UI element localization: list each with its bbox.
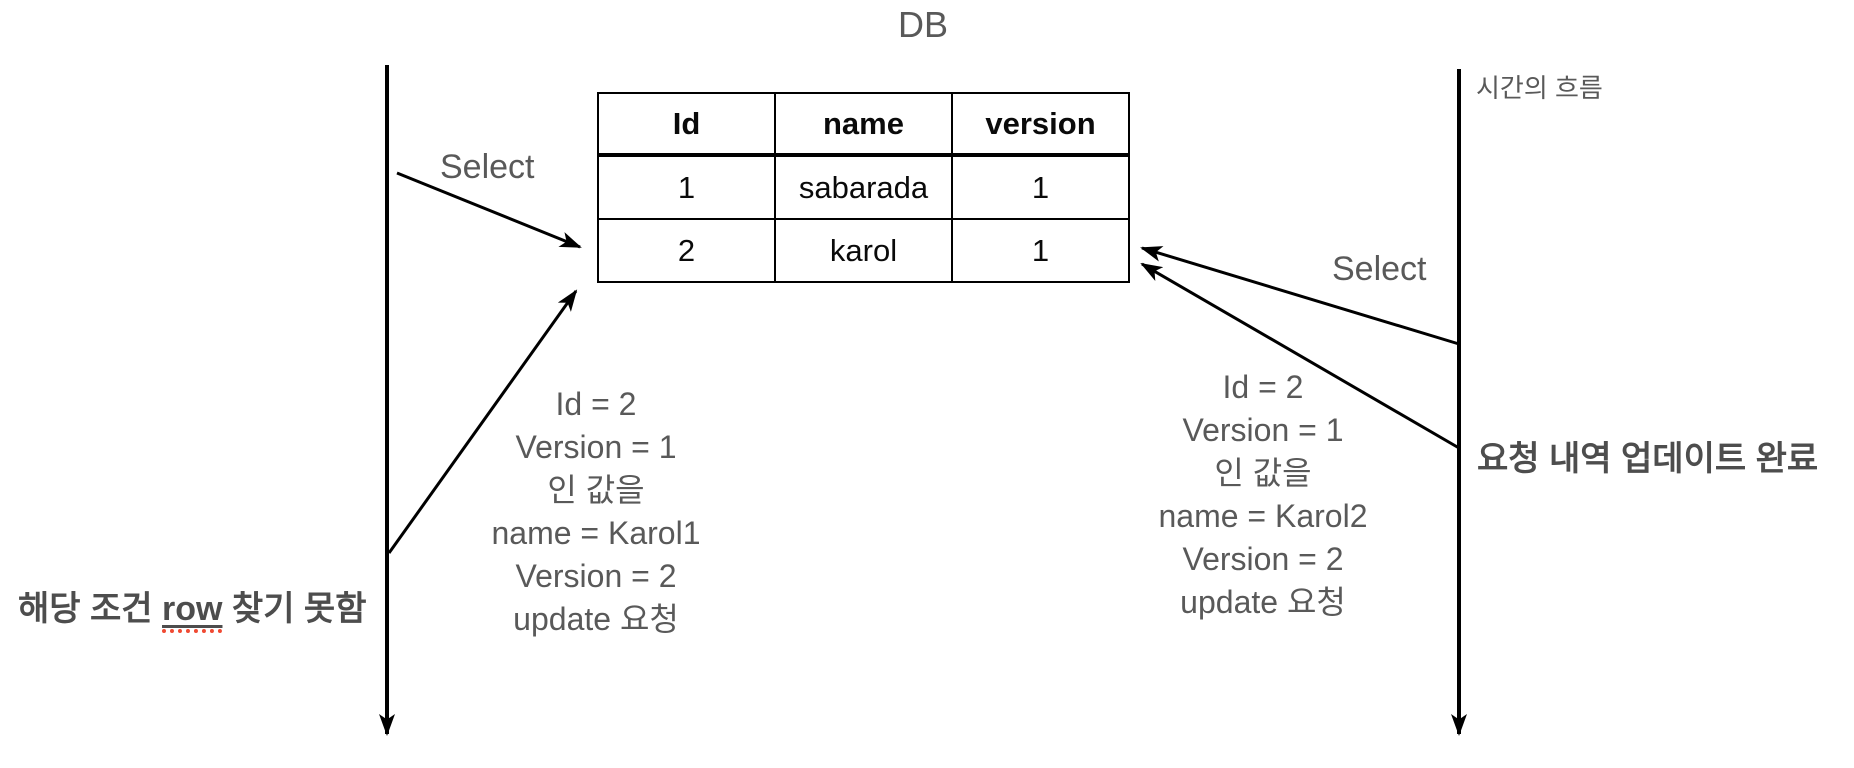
request-line: update 요청 <box>513 601 679 637</box>
column-header-name: name <box>774 92 953 157</box>
note-text: 찾기 못함 <box>222 590 367 628</box>
cell-row1-id: 1 <box>597 154 776 220</box>
note-text: 해당 조건 <box>18 590 163 628</box>
cell-row2-version: 1 <box>951 218 1130 283</box>
column-header-version: version <box>951 92 1130 157</box>
request-line: 인 값을 <box>1214 455 1312 491</box>
request-line: Id = 2 <box>555 386 637 422</box>
db-table: Id name version 1 sabarada 1 2 karol 1 <box>597 92 1130 283</box>
right-update-complete-note: 요청 내역 업데이트 완료 <box>1477 440 1819 478</box>
left-select-label: Select <box>440 148 535 186</box>
left-update-request-text: Id = 2 Version = 1 인 값을 name = Karol1 Ve… <box>431 383 761 641</box>
request-line: update 요청 <box>1180 584 1346 620</box>
left-row-not-found-note: 해당 조건 row 찾기 못함 <box>18 581 367 633</box>
request-line: Version = 1 <box>1182 412 1344 448</box>
cell-row2-id: 2 <box>597 218 776 283</box>
cell-row1-version: 1 <box>951 154 1130 220</box>
table-row: 2 karol 1 <box>597 218 1130 283</box>
row-underlined-word: row <box>162 590 223 633</box>
table-header-row: Id name version <box>597 92 1130 157</box>
right-update-request-text: Id = 2 Version = 1 인 값을 name = Karol2 Ve… <box>1098 366 1428 624</box>
table-row: 1 sabarada 1 <box>597 154 1130 220</box>
right-select-label: Select <box>1332 250 1427 288</box>
request-line: Version = 1 <box>515 429 677 465</box>
time-flow-label: 시간의 흐름 <box>1476 73 1603 103</box>
column-header-id: Id <box>597 92 776 157</box>
cell-row1-name: sabarada <box>774 154 953 220</box>
request-line: Version = 2 <box>515 558 677 594</box>
request-line: name = Karol2 <box>1158 498 1368 534</box>
request-line: name = Karol1 <box>491 515 701 551</box>
request-line: Id = 2 <box>1222 369 1304 405</box>
request-line: Version = 2 <box>1182 541 1344 577</box>
db-title: DB <box>897 4 948 45</box>
cell-row2-name: karol <box>774 218 953 283</box>
request-line: 인 값을 <box>547 472 645 508</box>
